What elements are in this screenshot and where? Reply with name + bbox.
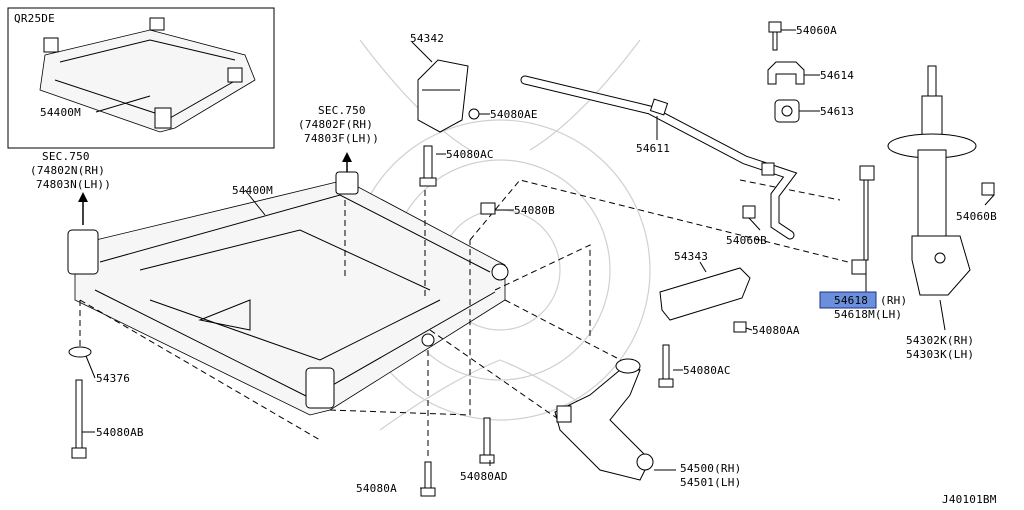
bolt-54080AC-bottom [658,344,674,388]
leader-inset-frame [95,95,151,113]
label-inset-frame: 54400M [40,106,81,119]
strut-54302K [887,65,995,296]
label-54614: 54614 [820,69,854,82]
up-arrow-left [78,192,88,225]
label-54080AD: 54080AD [460,470,508,483]
label-54342: 54342 [410,32,444,45]
label-54618: 54618 [834,294,868,307]
label-sec-mid-1: SEC.750 [318,104,366,117]
label-sec-left-1: SEC.750 [42,150,90,163]
bolt-54080A [420,461,436,497]
bolt-54080AA [733,321,747,333]
label-sec-left-2: (74802N(RH) [30,164,105,177]
up-arrow-mid [342,152,352,172]
label-54080AE: 54080AE [490,108,538,121]
bolt-54060A [768,21,782,51]
label-sec-mid-3: 74803F(LH)) [304,132,379,145]
label-54080AA: 54080AA [752,324,800,337]
link-54343 [659,267,751,321]
label-sec-mid-2: (74802F(RH) [298,118,373,131]
stabilizer-link-54618 [851,165,875,275]
label-frame: 54400M [232,184,273,197]
drawing-code: J40101BM [942,493,997,506]
lower-arm-54500 [554,358,654,481]
bolt-54080AB [68,346,92,459]
label-54060B-right: 54060B [956,210,997,223]
label-54611: 54611 [636,142,670,155]
highlight-54618 [819,291,877,309]
assembly-lines [79,179,861,461]
label-54302K: 54302K(RH) [906,334,974,347]
label-54500: 54500(RH) [680,462,741,475]
label-54618M: 54618M(LH) [834,308,902,321]
bolt-54080AC-top [419,145,437,187]
label-54613: 54613 [820,105,854,118]
bracket-54342 [417,59,469,133]
label-54080AB: 54080AB [96,426,144,439]
inset-frame-drawing [39,17,256,133]
label-54060B-left: 54060B [726,234,767,247]
nut-54080B [480,202,496,215]
label-54080AC-top: 54080AC [446,148,494,161]
label-54080A: 54080A [356,482,397,495]
label-54080AC-bottom: 54080AC [683,364,731,377]
label-54060A: 54060A [796,24,837,37]
front-subframe [67,171,509,416]
stabilizer-bar-54611 [520,75,798,240]
bushing-54613 [774,99,800,123]
label-54376: 54376 [96,372,130,385]
label-54343: 54343 [674,250,708,263]
inset-title: QR25DE [14,12,55,25]
nut-54060B-left [742,205,756,219]
label-54080B-mid: 54080B [514,204,555,217]
watermark-emblem [349,39,651,431]
bolt-54080AD [479,417,495,464]
label-54303K: 54303K(LH) [906,348,974,361]
label-54618-rh: (RH) [880,294,907,307]
clamp-54614 [767,61,805,85]
inset-box: QR25DE 54400M [7,7,275,149]
leader-lines [82,29,995,489]
label-sec-left-3: 74803N(LH)) [36,178,111,191]
label-54501: 54501(LH) [680,476,741,489]
bolt-54080AE [468,108,480,120]
